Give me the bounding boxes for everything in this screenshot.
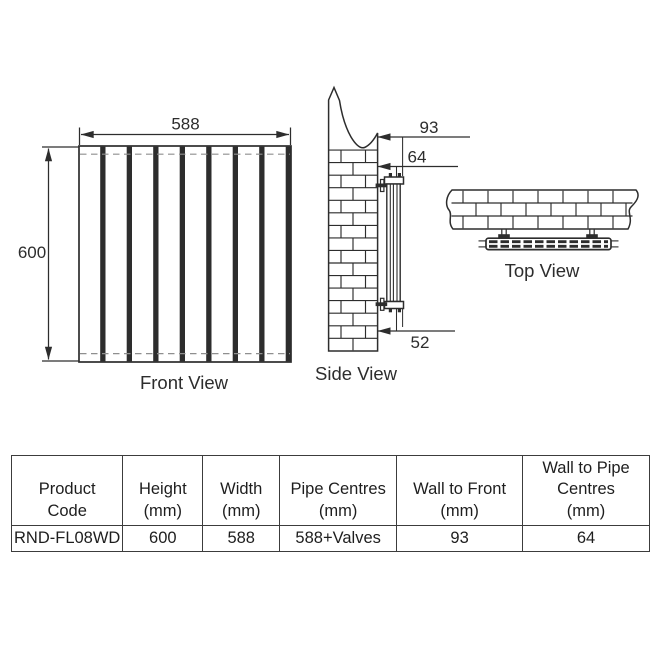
header-line: Wall to Pipe [542, 458, 630, 477]
data-row: RND-FL08WD 600 588 588+Valves 93 64 [10, 525, 650, 552]
top-view-label: Top View [505, 260, 580, 281]
header-line: Wall to Front [413, 480, 507, 498]
side-wall-to-pipe-dim-label: 64 [408, 148, 427, 167]
top-wall-bricks [451, 190, 633, 229]
front-panel-bars [100, 146, 291, 362]
top-view: Top View [445, 189, 639, 281]
side-wall-bricks [328, 149, 378, 351]
header-line: (mm) [221, 501, 261, 520]
side-dimensions [377, 133, 470, 335]
front-width-dim-label: 588 [171, 115, 199, 134]
header-cell-wall-to-pipe-centres: Wall to Pipe Centres (mm) [522, 455, 650, 526]
side-view: 93 64 52 Side View [315, 85, 470, 384]
wall-bracket-foot [498, 234, 510, 239]
header-line: (mm) [440, 501, 479, 520]
panel-bar [259, 146, 265, 362]
panel-bar [153, 146, 159, 362]
header-cell-wall-to-front: Wall to Front (mm) [396, 455, 524, 526]
cell-height: 600 [122, 525, 204, 552]
side-view-label: Side View [315, 363, 398, 384]
header-row: Product Code Height (mm) Width (mm) Pipe… [10, 455, 650, 526]
header-line: Product [38, 480, 96, 498]
header-cell-product-code: Product Code [10, 455, 124, 526]
side-radiator [383, 173, 405, 313]
header-line: (mm) [566, 501, 606, 520]
technical-drawing: 588 600 Front View [18, 85, 639, 393]
header-line: Width [220, 480, 263, 498]
pipe-stub [388, 173, 392, 178]
cell-wall-to-pipe-centres: 64 [522, 525, 650, 552]
cell-pipe-centres: 588+Valves [279, 525, 398, 552]
panel-bar [206, 146, 212, 362]
cell-product-code: RND-FL08WD [10, 525, 124, 552]
wall-bracket-pin [375, 302, 388, 307]
panel-bar [126, 146, 132, 362]
panel-bar [100, 146, 106, 362]
wall-bracket-pin [375, 183, 388, 188]
wall-bracket-foot [586, 234, 598, 239]
top-radiator-outline [485, 237, 612, 251]
header-cell-width: Width (mm) [202, 455, 281, 526]
cell-wall-to-front: 93 [396, 525, 524, 552]
header-cell-height: Height (mm) [122, 455, 204, 526]
header-cell-pipe-centres: Pipe Centres (mm) [279, 455, 398, 526]
side-brackets [375, 178, 388, 311]
panel-bar [232, 146, 238, 362]
spec-table-container: Product Code Height (mm) Width (mm) Pipe… [10, 455, 650, 552]
radiator-bottom-cap [383, 300, 405, 310]
front-view: 588 600 Front View [18, 115, 292, 393]
radiator-top-cap [383, 176, 405, 185]
front-view-label: Front View [140, 372, 229, 393]
header-line: Centres [557, 480, 615, 498]
header-line: Pipe Centres [290, 480, 386, 498]
front-dimensions [42, 127, 292, 362]
panel-bar [285, 146, 291, 362]
header-line: (mm) [318, 501, 358, 520]
pipe-stub [397, 173, 401, 178]
top-radiator [478, 237, 619, 251]
front-height-dim-label: 600 [18, 243, 46, 262]
cell-width: 588 [202, 525, 281, 552]
header-line: (mm) [143, 501, 183, 520]
header-line: Code [47, 501, 87, 520]
side-wall-to-front-dim-label: 93 [420, 118, 439, 137]
panel-bar [179, 146, 185, 362]
pipe-stub [388, 308, 392, 313]
pipe-stub [397, 308, 401, 313]
spec-table: Product Code Height (mm) Width (mm) Pipe… [10, 455, 650, 552]
side-bottom-dim-label: 52 [411, 333, 430, 352]
top-wall-outline [445, 189, 639, 230]
header-line: Height [138, 480, 187, 498]
top-brackets [498, 229, 598, 239]
